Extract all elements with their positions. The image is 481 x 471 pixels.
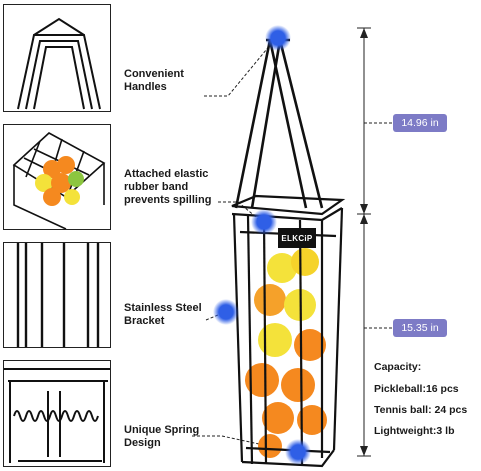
label-spring-line2: Design — [124, 437, 161, 449]
label-bracket-line1: Stainless Steel — [124, 302, 202, 314]
label-handles: Convenient Handles — [124, 68, 184, 94]
brand-logo: ELKCiP — [281, 234, 313, 243]
label-band: Attached elastic rubber band prevents sp… — [124, 168, 211, 207]
label-band-line2: rubber band — [124, 181, 189, 193]
panel-bracket — [3, 242, 111, 348]
panel-spring — [3, 360, 111, 467]
dot-bracket — [213, 299, 239, 325]
label-band-line3: prevents spilling — [124, 194, 212, 206]
panel-handles — [3, 4, 111, 112]
dimension-arrows — [360, 28, 368, 456]
dot-band — [251, 209, 277, 235]
panel-band — [3, 124, 111, 230]
dot-spring — [285, 439, 311, 465]
label-band-line1: Attached elastic — [124, 168, 209, 180]
bracket-closeup-image — [16, 243, 100, 347]
label-spring: Unique Spring Design — [124, 424, 199, 450]
spec-weight: Lightweight:3 lb — [374, 425, 455, 437]
label-handles-line2: Handles — [124, 81, 167, 93]
spec-pickleball: Pickleball:16 pcs — [374, 383, 459, 395]
band-closeup-image — [12, 132, 106, 229]
dimension-upper-badge: 14.96 in — [393, 114, 447, 132]
label-handles-line1: Convenient — [124, 68, 184, 80]
spring-closeup-image — [4, 368, 110, 463]
spec-capacity: Capacity: — [374, 361, 422, 373]
brand-tag — [278, 228, 316, 248]
basket-balls — [245, 248, 327, 458]
basket-handles — [234, 38, 324, 209]
label-bracket: Stainless Steel Bracket — [124, 302, 202, 328]
handles-closeup-image — [17, 17, 101, 110]
highlight-dots — [213, 25, 311, 465]
label-spring-line1: Unique Spring — [124, 424, 200, 436]
dimension-line — [357, 27, 371, 457]
label-bracket-line2: Bracket — [124, 315, 165, 327]
spec-tennis: Tennis ball: 24 pcs — [374, 404, 468, 416]
dimension-lower-badge: 15.35 in — [393, 319, 447, 337]
dot-handles — [265, 25, 291, 51]
dimension-extensions — [364, 122, 392, 329]
